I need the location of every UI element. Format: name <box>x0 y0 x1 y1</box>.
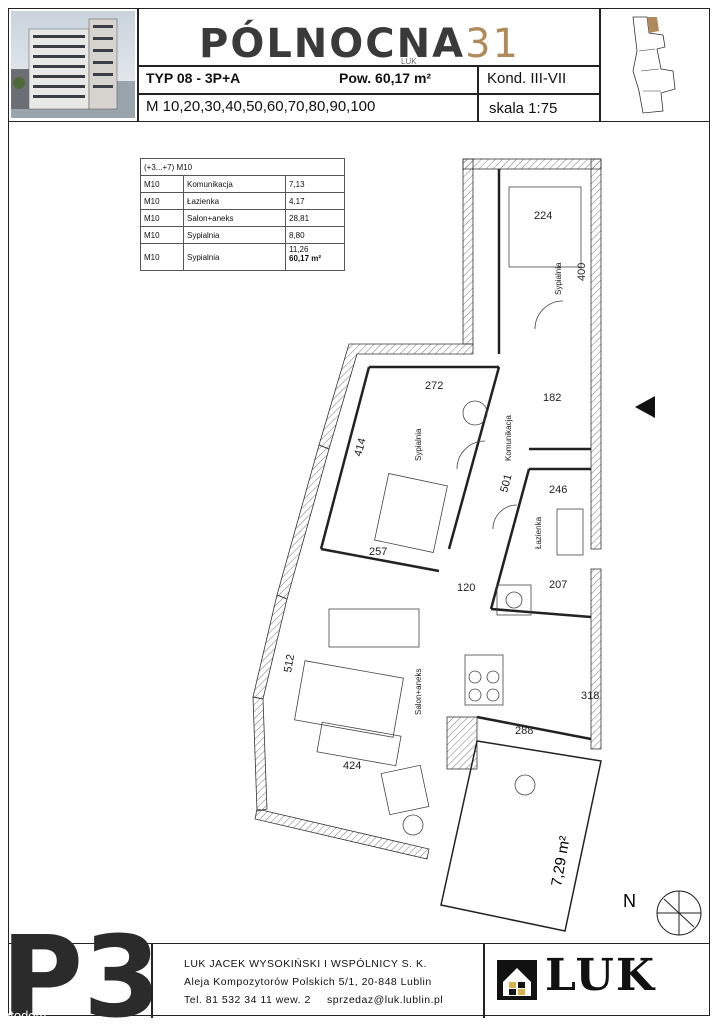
door-swing <box>534 300 564 330</box>
balcony-area-label: 7,29 m² <box>548 835 574 888</box>
burner <box>486 670 500 684</box>
dimension: 318 <box>581 690 599 702</box>
dimension: 207 <box>549 579 567 591</box>
wall <box>462 158 602 170</box>
dimension: 120 <box>457 582 475 594</box>
interior-wall <box>490 607 592 619</box>
wall <box>252 594 288 700</box>
floor-plan-drawing: 224 272 414 501 257 512 424 288 318 400 … <box>252 158 702 936</box>
dimension: 272 <box>425 380 443 392</box>
north-arrow-icon: N <box>623 890 702 936</box>
svg-text:P31: P31 <box>1 913 171 1024</box>
wall <box>462 158 474 345</box>
burner <box>468 670 482 684</box>
room-label: Sypialnia <box>554 262 563 295</box>
room-label: Sypialnia <box>414 428 423 461</box>
toilet <box>505 591 523 609</box>
sofa <box>294 660 404 738</box>
dining-table <box>328 608 420 648</box>
footer: P31 otodom LUK JACEK WYSOKIŃSKI I WSPÓLN… <box>1 913 709 1024</box>
kitchen-hob <box>464 654 504 706</box>
interior-wall <box>320 547 440 573</box>
dimension: 400 <box>576 263 588 281</box>
sofa-part <box>316 721 402 767</box>
floor-range: Kond. III-VII <box>487 70 567 87</box>
wall <box>252 696 268 812</box>
balcony <box>440 740 602 932</box>
wall <box>590 158 602 550</box>
unit-numbers: M 10,20,30,40,50,60,70,80,90,100 <box>146 98 376 115</box>
interior-wall <box>319 366 371 550</box>
company-email[interactable]: sprzedaz@luk.lublin.pl <box>327 994 444 1006</box>
dimension: 512 <box>282 653 297 673</box>
burner <box>486 688 500 702</box>
project-logo: PÓLNOCNA31 <box>199 21 520 67</box>
dimension: 501 <box>498 473 514 494</box>
building-key-plan <box>632 16 676 114</box>
legend-total: 60,17 m² <box>289 254 322 263</box>
logo-small-text: LUK <box>401 57 417 66</box>
dimension: 424 <box>343 760 361 772</box>
bed <box>374 473 448 553</box>
door-swing <box>492 504 518 530</box>
dimension: 224 <box>534 210 552 222</box>
lamp <box>402 814 424 836</box>
dimension: 182 <box>543 392 561 404</box>
apartment-area: Pow. 60,17 m² <box>339 70 432 86</box>
dimension: 288 <box>515 725 533 737</box>
company-address: Aleja Kompozytorów Polskich 5/1, 20-848 … <box>184 976 432 988</box>
bathtub <box>556 508 584 556</box>
room-label: Łazienka <box>534 516 543 549</box>
company-phone: Tel. 81 532 34 11 wew. 2 <box>184 994 311 1006</box>
interior-wall <box>476 715 592 741</box>
dimension: 246 <box>549 484 567 496</box>
bed <box>508 186 582 268</box>
building-illustration <box>11 18 135 118</box>
door-swing <box>456 440 486 470</box>
burner <box>468 688 482 702</box>
lamp <box>462 400 488 426</box>
dimension: 414 <box>352 437 368 458</box>
luk-brand: LUK <box>545 950 657 1001</box>
floor-plan-sheet: PÓLNOCNA31 LUK TYP 08 - 3P+A Pow. 60,17 … <box>1 8 710 1024</box>
room-label: Salon+aneks <box>414 669 423 715</box>
wall <box>318 343 474 450</box>
wall <box>590 568 602 750</box>
luk-house-icon <box>497 960 537 1000</box>
table-round <box>514 774 536 796</box>
scale: skala 1:75 <box>489 100 558 117</box>
shower <box>496 584 532 616</box>
armchair <box>380 764 430 816</box>
p31-logo: P31 otodom <box>1 913 171 1024</box>
building-photo <box>11 11 135 118</box>
wall <box>276 444 330 600</box>
north-label: N <box>623 891 636 911</box>
company-name: LUK JACEK WYSOKIŃSKI I WSPÓLNICY S. K. <box>184 958 427 970</box>
watermark: otodom <box>3 1008 46 1023</box>
header: PÓLNOCNA31 LUK TYP 08 - 3P+A Pow. 60,17 … <box>9 9 709 122</box>
interior-wall <box>447 366 501 550</box>
entrance-arrow-icon <box>635 396 655 418</box>
apartment-type: TYP 08 - 3P+A <box>146 70 241 86</box>
room-label: Komunikacja <box>504 415 513 461</box>
dimension: 257 <box>369 546 387 558</box>
wall <box>254 808 430 860</box>
